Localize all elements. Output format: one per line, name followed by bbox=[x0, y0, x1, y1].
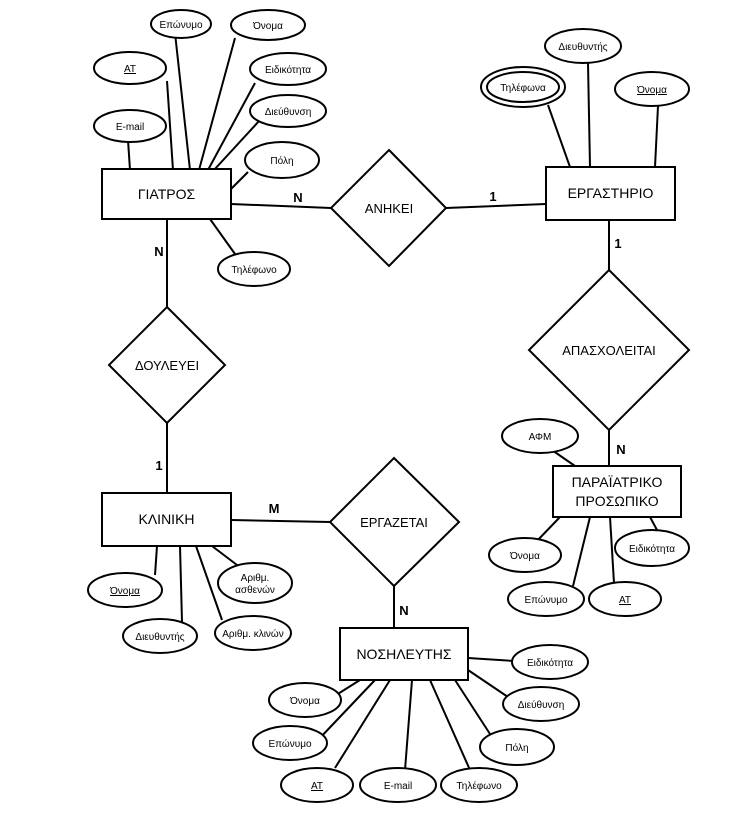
entity-doctor-label: ΓΙΑΤΡΟΣ bbox=[138, 186, 196, 202]
attr-doctor-phone: Τηλέφωνο bbox=[217, 251, 291, 287]
attr-clinic-patients: Αριθμ. ασθενών bbox=[217, 562, 293, 604]
svg-text:ΑΦΜ: ΑΦΜ bbox=[529, 432, 552, 443]
cardinality-lab-belongs: 1 bbox=[489, 189, 496, 204]
cardinality-clinic-is-employed: M bbox=[269, 501, 280, 516]
attr-doctor-name: Όνομα bbox=[230, 9, 306, 41]
attr-nurse-surname: Επώνυμο bbox=[252, 725, 328, 761]
svg-text:Επώνυμο: Επώνυμο bbox=[524, 594, 567, 606]
svg-text:Όνομα: Όνομα bbox=[636, 85, 667, 96]
attr-nurse-name: Όνομα bbox=[268, 682, 342, 718]
svg-text:Αριθμ.: Αριθμ. bbox=[241, 573, 270, 584]
entity-lab: ΕΡΓΑΣΤΗΡΙΟ bbox=[545, 166, 676, 221]
attr-clinic-name: Όνομα bbox=[87, 572, 163, 608]
attr-nurse-email: E-mail bbox=[359, 767, 437, 803]
svg-text:Τηλέφωνα: Τηλέφωνα bbox=[500, 82, 546, 94]
attr-nurse-specialty: Ειδικότητα bbox=[511, 644, 589, 680]
attr-lab-director: Διευθυντής bbox=[544, 28, 622, 64]
svg-text:E-mail: E-mail bbox=[384, 781, 412, 792]
attr-doctor-surname: Επώνυμο bbox=[150, 9, 212, 39]
svg-text:Ειδικότητα: Ειδικότητα bbox=[265, 64, 311, 76]
svg-text:E-mail: E-mail bbox=[116, 122, 144, 133]
svg-text:ΑΤ: ΑΤ bbox=[311, 781, 323, 792]
svg-text:Διευθυντής: Διευθυντής bbox=[135, 631, 184, 643]
relationship-is-employed: ΕΡΓΑΖΕΤΑΙ bbox=[328, 456, 461, 588]
entity-paramedical: ΠΑΡΑΪΑΤΡΙΚΟ ΠΡΟΣΩΠΙΚΟ bbox=[552, 465, 682, 518]
attr-doctor-email: E-mail bbox=[93, 109, 167, 143]
svg-text:Επώνυμο: Επώνυμο bbox=[159, 19, 202, 31]
attr-doctor-specialty: Ειδικότητα bbox=[249, 52, 327, 86]
attr-paramedical-id: ΑΤ bbox=[588, 581, 662, 617]
attr-doctor-id: ΑΤ bbox=[93, 51, 167, 85]
attr-paramedical-name: Όνομα bbox=[488, 537, 562, 573]
svg-text:Τηλέφωνο: Τηλέφωνο bbox=[231, 264, 277, 276]
relationship-belongs: ΑΝΗΚΕΙ bbox=[329, 148, 448, 268]
svg-text:Όνομα: Όνομα bbox=[109, 586, 140, 597]
relationship-works: ΔΟΥΛΕΥΕΙ bbox=[107, 305, 227, 425]
cardinality-doctor-works: N bbox=[154, 244, 163, 259]
cardinality-clinic-works: 1 bbox=[155, 458, 162, 473]
cardinality-doctor-belongs: N bbox=[293, 190, 302, 205]
cardinality-lab-employs: 1 bbox=[614, 236, 621, 251]
relationship-belongs-label: ΑΝΗΚΕΙ bbox=[365, 201, 413, 216]
svg-text:Ειδικότητα: Ειδικότητα bbox=[527, 657, 573, 669]
cardinality-labels: N 1 N 1 1 N M N bbox=[154, 189, 625, 618]
entity-lab-label: ΕΡΓΑΣΤΗΡΙΟ bbox=[568, 185, 654, 201]
relationship-employs: ΑΠΑΣΧΟΛΕΙΤΑΙ bbox=[527, 268, 691, 432]
svg-text:Διεύθυνση: Διεύθυνση bbox=[518, 699, 565, 711]
svg-text:Όνομα: Όνομα bbox=[289, 696, 320, 707]
relationship-employs-label: ΑΠΑΣΧΟΛΕΙΤΑΙ bbox=[562, 343, 656, 358]
attr-paramedical-afm: ΑΦΜ bbox=[501, 418, 579, 454]
paramedical-attributes: ΑΦΜ Όνομα Ειδικότητα Επώνυμο ΑΤ bbox=[488, 418, 690, 617]
attr-doctor-city: Πόλη bbox=[244, 141, 320, 179]
attr-nurse-id: ΑΤ bbox=[280, 767, 354, 803]
cardinality-paramedical-employs: N bbox=[616, 442, 625, 457]
svg-text:ΑΤ: ΑΤ bbox=[619, 595, 631, 606]
doctor-attributes: Επώνυμο Όνομα ΑΤ Ειδικότητα Διεύθυνση E-… bbox=[93, 9, 327, 287]
relationship-works-label: ΔΟΥΛΕΥΕΙ bbox=[135, 358, 199, 373]
svg-text:Πόλη: Πόλη bbox=[270, 155, 293, 167]
attr-lab-name: Όνομα bbox=[614, 71, 690, 107]
nurse-attributes: Ειδικότητα Όνομα Διεύθυνση Επώνυμο Πόλη … bbox=[252, 644, 589, 803]
attr-clinic-beds: Αριθμ. κλινών bbox=[214, 615, 292, 651]
svg-text:ΑΤ: ΑΤ bbox=[124, 64, 136, 75]
entity-paramedical-label-2: ΠΡΟΣΩΠΙΚΟ bbox=[575, 493, 658, 509]
entity-paramedical-label-1: ΠΑΡΑΪΑΤΡΙΚΟ bbox=[572, 474, 663, 490]
cardinality-nurse-is-employed: N bbox=[399, 603, 408, 618]
entity-clinic: ΚΛΙΝΙΚΗ bbox=[101, 492, 232, 547]
attr-nurse-city: Πόλη bbox=[479, 728, 555, 766]
attr-lab-phones-multivalued: Τηλέφωνα bbox=[480, 66, 566, 108]
svg-text:Όνομα: Όνομα bbox=[509, 551, 540, 562]
clinic-attributes: Όνομα Αριθμ. ασθενών Διευθυντής Αριθμ. κ… bbox=[87, 562, 293, 654]
lab-attributes: Διευθυντής Τηλέφωνα Όνομα bbox=[480, 28, 690, 108]
attr-paramedical-specialty: Ειδικότητα bbox=[614, 529, 690, 567]
attr-doctor-address: Διεύθυνση bbox=[249, 94, 327, 128]
svg-text:ασθενών: ασθενών bbox=[235, 584, 275, 596]
svg-text:Διεύθυνση: Διεύθυνση bbox=[265, 106, 312, 118]
svg-text:Ειδικότητα: Ειδικότητα bbox=[629, 543, 675, 555]
attr-clinic-director: Διευθυντής bbox=[122, 618, 198, 654]
attr-nurse-address: Διεύθυνση bbox=[502, 686, 580, 722]
attr-nurse-phone: Τηλέφωνο bbox=[440, 767, 518, 803]
svg-text:Τηλέφωνο: Τηλέφωνο bbox=[456, 780, 502, 792]
svg-text:Επώνυμο: Επώνυμο bbox=[268, 738, 311, 750]
entity-doctor: ΓΙΑΤΡΟΣ bbox=[101, 168, 232, 220]
attr-paramedical-surname: Επώνυμο bbox=[507, 581, 585, 617]
relationship-is-employed-label: ΕΡΓΑΖΕΤΑΙ bbox=[360, 515, 428, 530]
entity-clinic-label: ΚΛΙΝΙΚΗ bbox=[138, 511, 194, 527]
svg-text:Διευθυντής: Διευθυντής bbox=[558, 41, 607, 53]
svg-text:Όνομα: Όνομα bbox=[252, 21, 283, 32]
entity-nurse-label: ΝΟΣΗΛΕΥΤΗΣ bbox=[356, 646, 451, 662]
svg-text:Πόλη: Πόλη bbox=[505, 742, 528, 754]
entity-nurse: ΝΟΣΗΛΕΥΤΗΣ bbox=[339, 627, 469, 681]
svg-text:Αριθμ. κλινών: Αριθμ. κλινών bbox=[222, 628, 284, 640]
connector-lines bbox=[127, 32, 659, 771]
